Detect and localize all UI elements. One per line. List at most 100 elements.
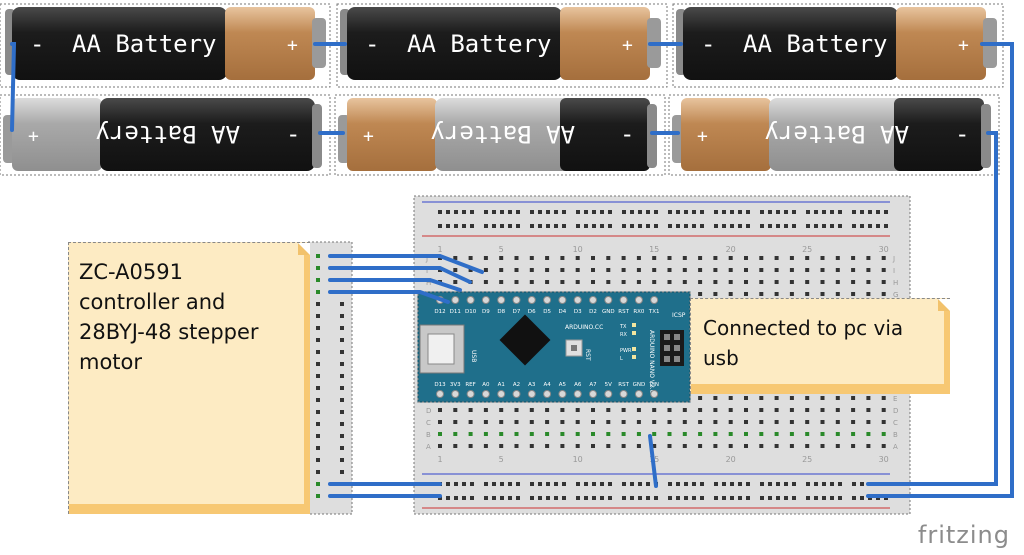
breadboard-hole xyxy=(852,496,856,500)
breadboard-hole xyxy=(667,432,672,436)
breadboard-hole xyxy=(446,496,450,500)
breadboard-hole xyxy=(682,420,687,424)
arduino-pin[interactable] xyxy=(543,296,552,304)
breadboard-hole xyxy=(698,280,703,284)
aa-battery-5[interactable]: AA Battery + - xyxy=(334,94,666,176)
arduino-pin[interactable] xyxy=(558,296,567,304)
breadboard-hole xyxy=(667,268,672,272)
aa-battery-4[interactable]: AA Battery + - xyxy=(0,94,331,176)
arduino-pin[interactable] xyxy=(527,390,536,398)
icsp-header[interactable] xyxy=(660,330,684,366)
breadboard-hole xyxy=(499,432,504,436)
arduino-pin[interactable] xyxy=(543,390,552,398)
arduino-pin[interactable] xyxy=(619,296,628,304)
breadboard-hole xyxy=(784,224,788,228)
wire-battery-to-breadboard[interactable] xyxy=(866,42,1014,498)
pin-label: VIN xyxy=(649,382,659,388)
arduino-pin[interactable] xyxy=(573,296,582,304)
breadboard-hole xyxy=(529,420,534,424)
breadboard-hole xyxy=(438,432,442,436)
side-hole xyxy=(340,326,344,330)
breadboard-hole xyxy=(516,210,520,214)
arduino-pin[interactable] xyxy=(650,390,659,398)
breadboard-hole xyxy=(830,224,834,228)
breadboard-hole xyxy=(744,268,748,272)
breadboard-hole xyxy=(622,210,626,214)
arduino-pin[interactable] xyxy=(466,296,475,304)
arduino-pin[interactable] xyxy=(589,296,597,304)
aa-battery-3[interactable]: - AA Battery + xyxy=(672,3,1004,88)
breadboard-hole xyxy=(789,432,794,436)
arduino-pin[interactable] xyxy=(634,390,643,398)
breadboard-hole xyxy=(714,210,718,214)
battery-label: AA Battery xyxy=(407,30,552,58)
battery-plus-label: + xyxy=(958,35,969,56)
breadboard-hole xyxy=(652,280,657,284)
side-hole xyxy=(340,410,344,414)
arduino-pin[interactable] xyxy=(619,390,628,398)
battery-plus-label: + xyxy=(622,35,633,56)
breadboard-hole xyxy=(744,292,748,296)
breadboard-hole xyxy=(759,268,764,272)
wire-power-rail[interactable] xyxy=(328,434,658,498)
arduino-pin[interactable] xyxy=(451,390,460,398)
breadboard-hole xyxy=(545,256,550,260)
breadboard-hole xyxy=(805,396,810,400)
breadboard-hole xyxy=(560,256,565,260)
aa-battery-6[interactable]: AA Battery + - xyxy=(668,94,1000,176)
arduino-pin[interactable] xyxy=(634,296,643,304)
wire-motor-controller[interactable] xyxy=(328,254,484,304)
arduino-pin[interactable] xyxy=(604,296,613,304)
arduino-pin[interactable] xyxy=(512,296,521,304)
breadboard-hole xyxy=(835,396,840,400)
breadboard-hole xyxy=(646,210,650,214)
breadboard-hole xyxy=(621,256,626,260)
breadboard-hole xyxy=(881,420,886,424)
side-hole xyxy=(316,278,320,282)
arduino-pin[interactable] xyxy=(466,390,475,398)
breadboard-hole xyxy=(713,432,718,436)
pin-label: D11 xyxy=(450,309,461,315)
arduino-pin[interactable] xyxy=(589,390,597,398)
arduino-nano[interactable]: USB RST ARDUINO.CC ARDUINO NANO V3.0 ICS… xyxy=(417,291,691,403)
side-breadboard[interactable] xyxy=(307,241,353,515)
arduino-pin[interactable] xyxy=(604,390,613,398)
arduino-pin[interactable] xyxy=(451,296,460,304)
breadboard-hole xyxy=(500,496,504,500)
breadboard-hole xyxy=(584,496,588,500)
aa-battery-1[interactable]: - AA Battery + xyxy=(0,3,331,88)
breadboard-hole xyxy=(760,482,764,486)
breadboard-hole xyxy=(453,432,458,436)
arduino-pin[interactable] xyxy=(481,390,490,398)
pin-label: A1 xyxy=(498,382,505,388)
wire-battery-top-links[interactable] xyxy=(10,42,683,135)
arduino-pin[interactable] xyxy=(497,296,506,304)
breadboard-hole xyxy=(682,408,687,412)
arduino-pin[interactable] xyxy=(481,296,490,304)
breadboard-hole xyxy=(768,496,772,500)
arduino-pin[interactable] xyxy=(436,390,444,398)
side-hole xyxy=(316,446,320,450)
breadboard-hole xyxy=(820,420,825,424)
arduino-pin[interactable] xyxy=(512,390,521,398)
arduino-pin[interactable] xyxy=(650,296,659,304)
breadboard-hole xyxy=(760,224,764,228)
breadboard-hole xyxy=(805,432,810,436)
breadboard-hole xyxy=(638,210,642,214)
motor-controller-note: ZC-A0591 controller and 28BYJ-48 stepper… xyxy=(68,242,310,514)
breadboard-hole xyxy=(500,224,504,228)
arduino-pin[interactable] xyxy=(527,296,536,304)
pin-label: RST xyxy=(618,309,629,315)
breadboard-hole xyxy=(600,482,604,486)
breadboard-hole xyxy=(545,432,550,436)
breadboard-hole xyxy=(492,482,496,486)
breadboard-hole xyxy=(470,496,474,500)
arduino-pin[interactable] xyxy=(558,390,567,398)
pin-label: D5 xyxy=(543,309,551,315)
aa-battery-2[interactable]: - AA Battery + xyxy=(336,3,668,88)
breadboard-hole xyxy=(545,268,550,272)
pin-label: A2 xyxy=(513,382,520,388)
breadboard-hole xyxy=(622,224,626,228)
arduino-pin[interactable] xyxy=(497,390,506,398)
arduino-pin[interactable] xyxy=(573,390,582,398)
